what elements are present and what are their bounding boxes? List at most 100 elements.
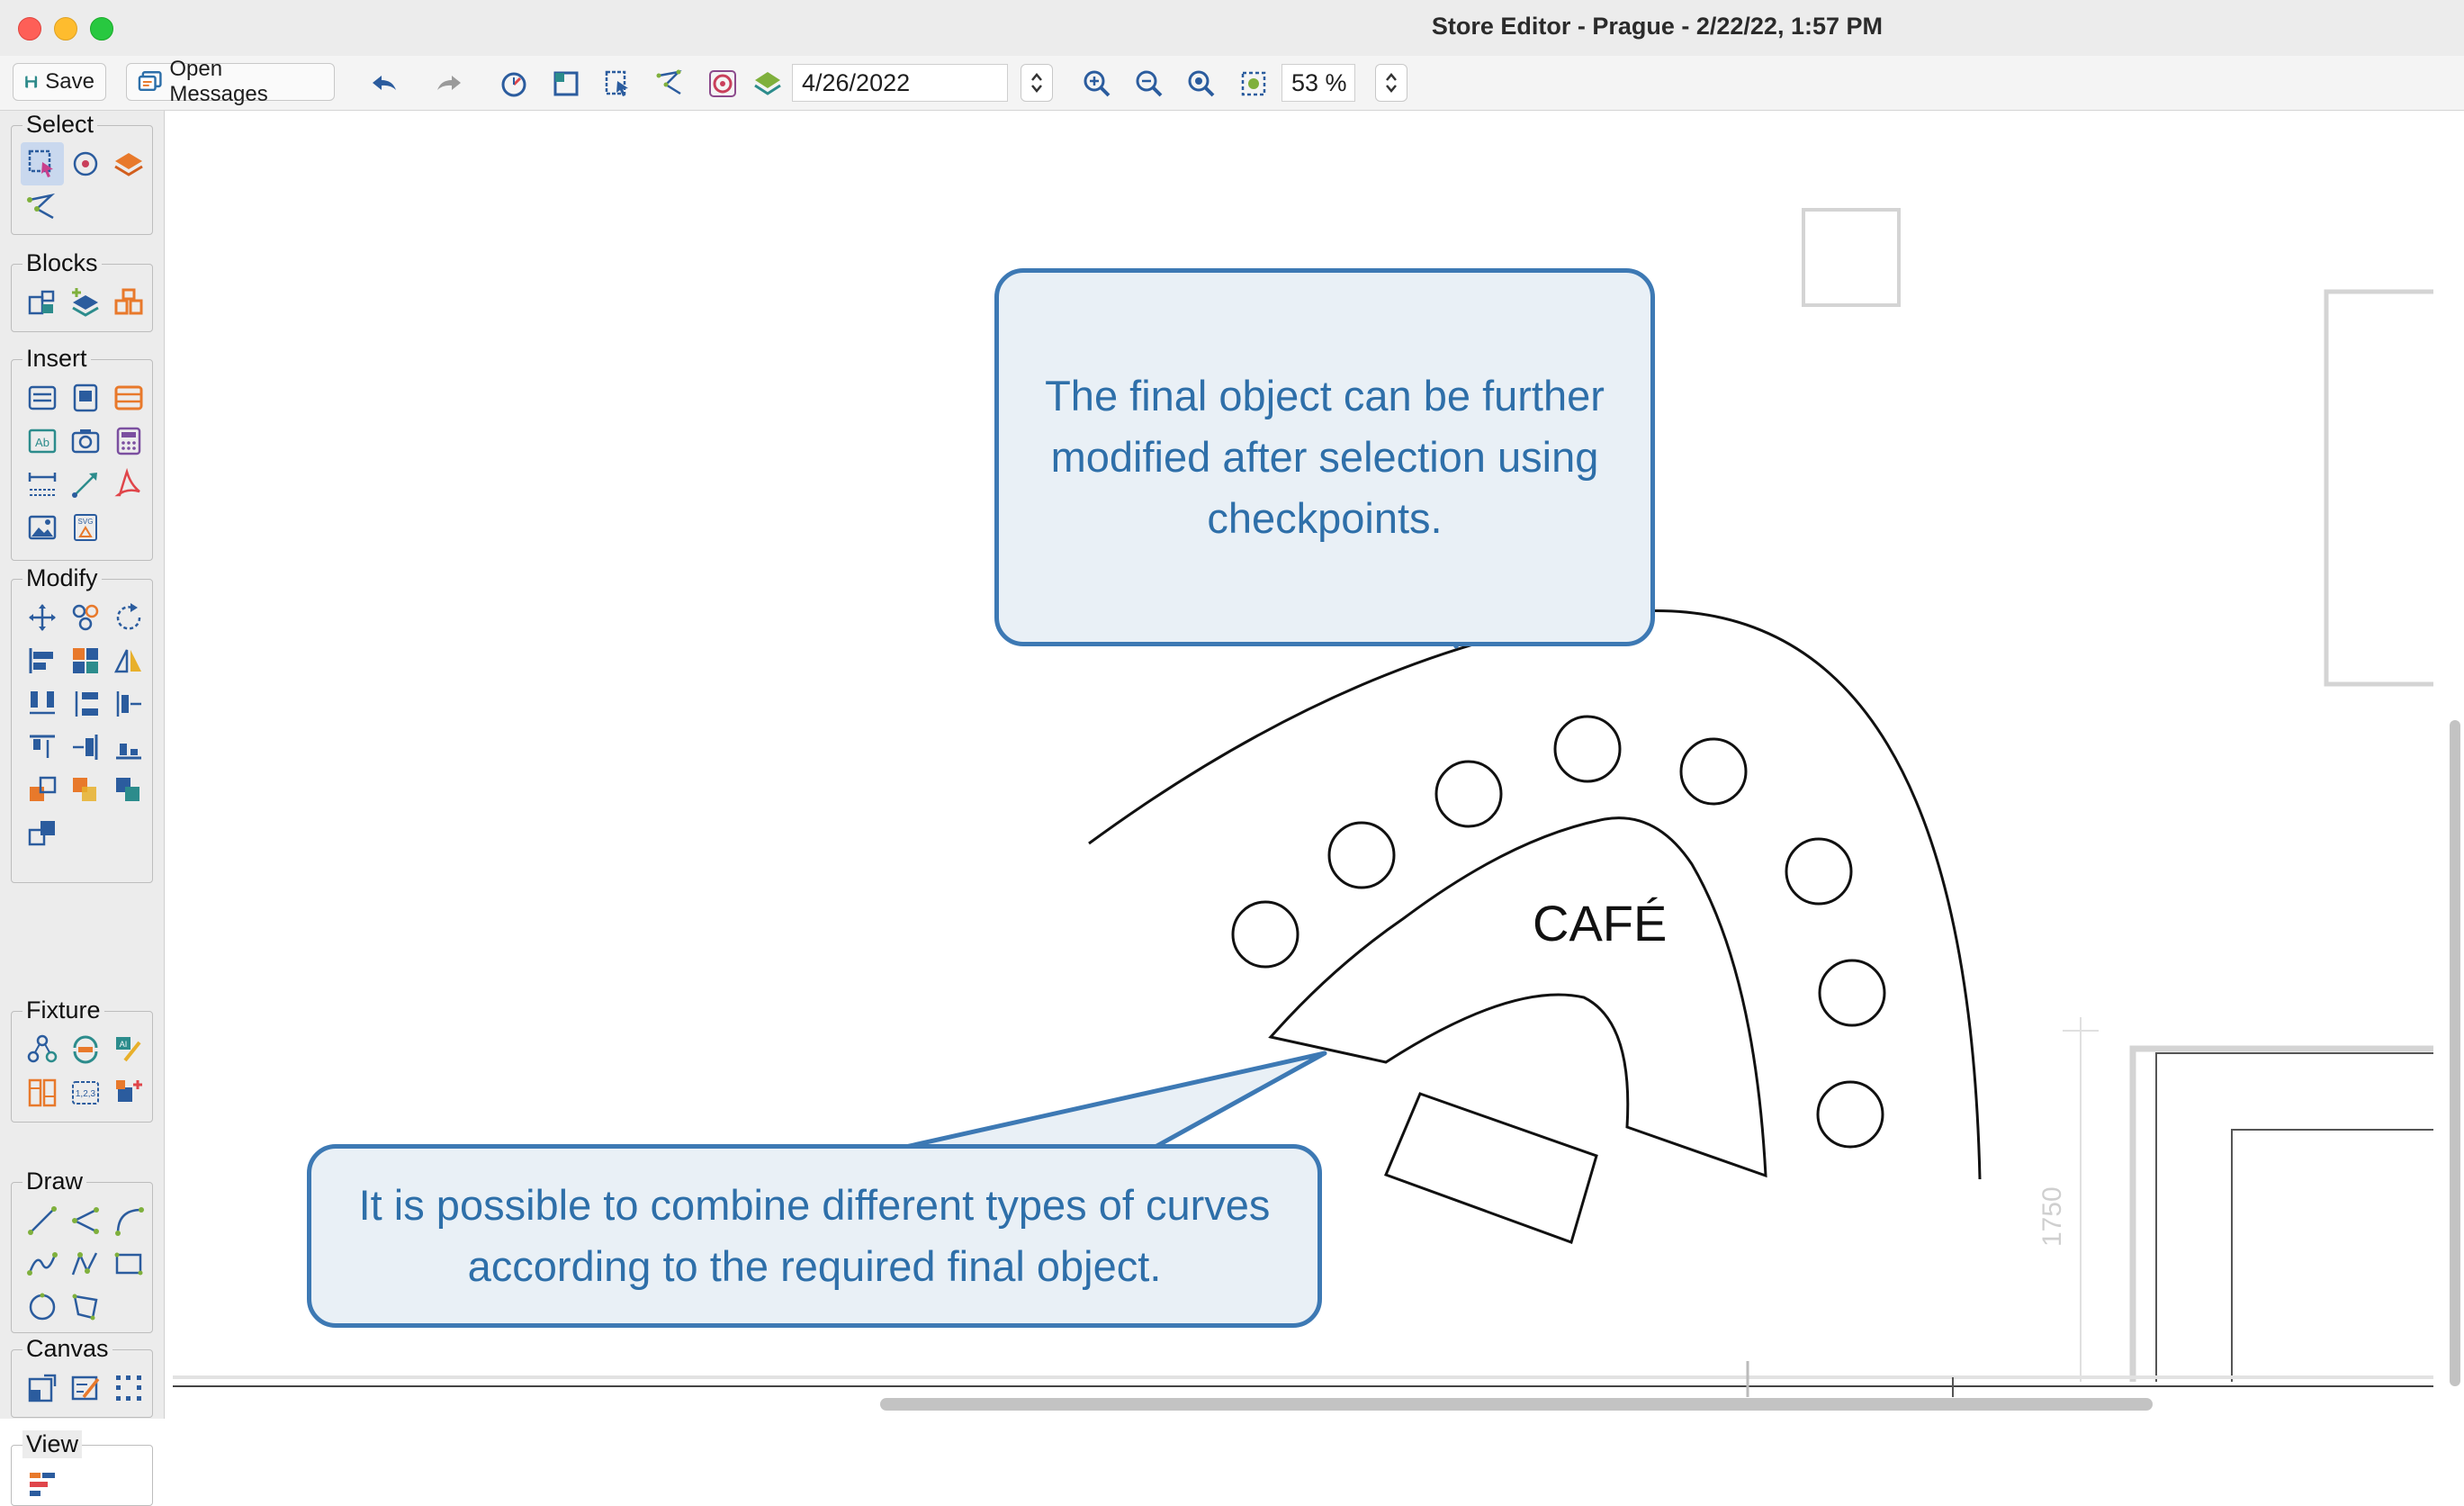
zoom-fit-button[interactable] bbox=[1184, 67, 1219, 101]
draw-arc-tool[interactable] bbox=[107, 1199, 150, 1242]
bring-front-tool[interactable] bbox=[21, 769, 64, 812]
arrange-tool[interactable] bbox=[64, 639, 107, 682]
canvas-grid-tool[interactable] bbox=[107, 1366, 150, 1410]
bring-forward-tool[interactable] bbox=[107, 769, 150, 812]
draw-rectangle-tool[interactable] bbox=[107, 1242, 150, 1285]
zoom-stepper[interactable] bbox=[1375, 64, 1407, 102]
draw-polyline-tool[interactable] bbox=[64, 1199, 107, 1242]
block-tool[interactable] bbox=[21, 281, 64, 324]
add-layer-tool[interactable] bbox=[64, 281, 107, 324]
seat-circle[interactable] bbox=[1434, 760, 1503, 828]
minimize-window-button[interactable] bbox=[54, 17, 77, 41]
polyline-select-button[interactable] bbox=[653, 67, 688, 101]
insert-calculator-tool[interactable] bbox=[107, 419, 150, 463]
send-back-tool[interactable] bbox=[64, 769, 107, 812]
pillar-shape[interactable] bbox=[1802, 208, 1901, 307]
seat-group bbox=[1231, 715, 1886, 1149]
text-icon: Ab bbox=[28, 428, 57, 454]
seat-circle[interactable] bbox=[1816, 1080, 1884, 1149]
undo-button[interactable] bbox=[367, 67, 401, 101]
align-to-left-tool[interactable] bbox=[107, 682, 150, 726]
insert-dimension-tool[interactable] bbox=[21, 463, 64, 506]
fixture-ai-tool[interactable]: AI bbox=[107, 1028, 150, 1071]
draw-curve-tool[interactable] bbox=[21, 1242, 64, 1285]
rotate-icon bbox=[116, 603, 141, 630]
drawing-canvas[interactable]: CAFÉ 1750 The final object can be furthe… bbox=[169, 111, 2464, 1419]
draw-polygon-tool[interactable] bbox=[64, 1285, 107, 1329]
open-messages-button[interactable]: Open Messages bbox=[126, 57, 335, 106]
arrange-icon bbox=[73, 648, 98, 673]
close-window-button[interactable] bbox=[18, 17, 41, 41]
outer-curve-shape[interactable] bbox=[1088, 609, 1982, 1180]
wall-shape[interactable] bbox=[2324, 289, 2433, 687]
fixture-hierarchy-tool[interactable] bbox=[21, 1028, 64, 1071]
distribute-horizontal-tool[interactable] bbox=[21, 682, 64, 726]
save-button[interactable]: Save bbox=[13, 63, 106, 101]
fixture-add-tool[interactable] bbox=[107, 1071, 150, 1114]
rect-select-tool[interactable] bbox=[21, 142, 64, 185]
insert-image-tool[interactable] bbox=[21, 506, 64, 549]
zoom-selection-button[interactable] bbox=[1236, 67, 1271, 101]
insert-photo-tool[interactable] bbox=[64, 419, 107, 463]
align-top-icon bbox=[30, 735, 55, 758]
insert-panel-tool[interactable] bbox=[64, 376, 107, 419]
frame-button[interactable] bbox=[549, 67, 583, 101]
fixture-planogram-tool[interactable] bbox=[21, 1071, 64, 1114]
wall-outer-shape[interactable] bbox=[2129, 1045, 2433, 1382]
seat-circle[interactable] bbox=[1818, 959, 1886, 1027]
modify-group: Modify bbox=[11, 564, 153, 883]
zoom-window-button[interactable] bbox=[90, 17, 113, 41]
date-stepper[interactable] bbox=[1021, 64, 1053, 102]
layers-button[interactable] bbox=[751, 67, 785, 101]
insert-shelf-tool[interactable] bbox=[107, 376, 150, 419]
table-shape[interactable] bbox=[1384, 1092, 1598, 1244]
select-frame-button[interactable] bbox=[601, 67, 635, 101]
seat-circle[interactable] bbox=[1231, 900, 1299, 969]
insert-form-tool[interactable] bbox=[21, 376, 64, 419]
zoom-out-button[interactable] bbox=[1132, 67, 1166, 101]
insert-arrow-tool[interactable] bbox=[64, 463, 107, 506]
align-top-tool[interactable] bbox=[21, 726, 64, 769]
send-backward-tool[interactable] bbox=[21, 812, 64, 855]
move-tool[interactable] bbox=[21, 596, 64, 639]
window-controls bbox=[18, 17, 113, 41]
horizontal-scrollbar[interactable] bbox=[880, 1398, 2153, 1411]
vertical-scrollbar[interactable] bbox=[2450, 720, 2460, 1386]
target-button[interactable] bbox=[706, 67, 740, 101]
align-right-tool[interactable] bbox=[64, 726, 107, 769]
wall-inner-shape[interactable] bbox=[2155, 1052, 2433, 1382]
insert-svg-tool[interactable]: SVG bbox=[64, 506, 107, 549]
align-bottom-tool[interactable] bbox=[107, 726, 150, 769]
seat-circle[interactable] bbox=[1679, 737, 1748, 806]
date-field[interactable]: 4/26/2022 bbox=[792, 64, 1008, 102]
insert-pdf-tool[interactable] bbox=[107, 463, 150, 506]
draw-zigzag-tool[interactable] bbox=[64, 1242, 107, 1285]
fixture-sync-tool[interactable] bbox=[64, 1028, 107, 1071]
shelf-block-tool[interactable] bbox=[107, 281, 150, 324]
layer-select-tool[interactable] bbox=[107, 142, 150, 185]
align-left-tool[interactable] bbox=[21, 639, 64, 682]
wall-line-shape[interactable] bbox=[2231, 1129, 2433, 1382]
send-backward-icon bbox=[28, 821, 55, 846]
point-select-tool[interactable] bbox=[64, 142, 107, 185]
draw-line-tool[interactable] bbox=[21, 1199, 64, 1242]
seat-circle[interactable] bbox=[1327, 821, 1396, 889]
mirror-tool[interactable] bbox=[107, 639, 150, 682]
redo-button[interactable] bbox=[432, 67, 466, 101]
seat-circle[interactable] bbox=[1785, 837, 1853, 906]
clock-button[interactable] bbox=[497, 67, 531, 101]
zoom-field[interactable]: 53 % bbox=[1281, 64, 1355, 102]
polyline-select-tool[interactable] bbox=[21, 185, 64, 229]
insert-text-tool[interactable]: Ab bbox=[21, 419, 64, 463]
canvas-size-tool[interactable] bbox=[21, 1366, 64, 1410]
canvas-edit-tool[interactable] bbox=[64, 1366, 107, 1410]
cafe-counter-shape[interactable] bbox=[1268, 816, 1767, 1178]
group-tool[interactable] bbox=[64, 596, 107, 639]
seat-circle[interactable] bbox=[1553, 715, 1622, 783]
draw-circle-tool[interactable] bbox=[21, 1285, 64, 1329]
view-layers-tool[interactable] bbox=[21, 1462, 64, 1505]
fixture-numbering-tool[interactable]: 1,2,3 bbox=[64, 1071, 107, 1114]
rotate-tool[interactable] bbox=[107, 596, 150, 639]
distribute-vertical-tool[interactable] bbox=[64, 682, 107, 726]
zoom-in-button[interactable] bbox=[1080, 67, 1114, 101]
